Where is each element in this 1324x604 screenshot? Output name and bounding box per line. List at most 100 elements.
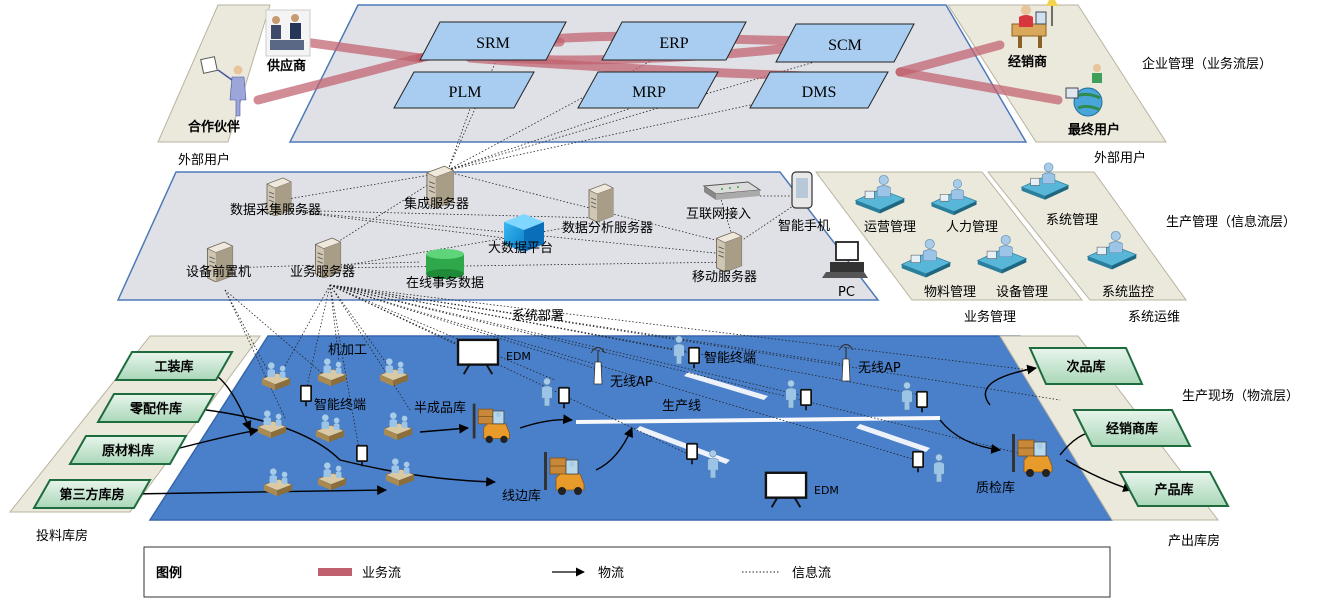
system-mrp-label: MRP bbox=[632, 84, 666, 101]
data-analysis-server-label: 数据分析服务器 bbox=[562, 220, 653, 236]
integration-server-label: 集成服务器 bbox=[404, 196, 469, 212]
business-mgmt-label: 业务管理 bbox=[964, 309, 1016, 325]
deploy-plane bbox=[116, 171, 880, 301]
store-parts-label: 零配件库 bbox=[129, 401, 182, 417]
store-product-label: 产品库 bbox=[1154, 482, 1193, 498]
hr-mgmt-label: 人力管理 bbox=[946, 220, 998, 235]
system-scm-label: SCM bbox=[828, 37, 862, 54]
online-db-icon bbox=[426, 249, 464, 279]
output-stores-title: 产出库房 bbox=[1168, 533, 1220, 549]
material-mgmt-label: 物料管理 bbox=[924, 285, 976, 300]
data-collect-server-label: 数据采集服务器 bbox=[230, 202, 321, 218]
system-deploy-label: 系统部署 bbox=[512, 309, 564, 324]
system-mrp[interactable]: MRP bbox=[577, 71, 719, 109]
store-raw[interactable]: 原材料库 bbox=[68, 435, 188, 465]
layer-business-label: 企业管理（业务流层） bbox=[1142, 56, 1272, 72]
dealer-icon bbox=[1011, 0, 1058, 48]
internet-access-label: 互联网接入 bbox=[686, 206, 751, 222]
sys-ops-panel bbox=[986, 171, 1187, 301]
legend-info-label: 信息流 bbox=[792, 565, 831, 581]
store-raw-label: 原材料库 bbox=[102, 443, 154, 459]
dealer-label: 经销商 bbox=[1008, 54, 1047, 70]
business-server-label: 业务服务器 bbox=[290, 264, 355, 280]
legend-box bbox=[143, 546, 1111, 598]
legend: 图例 业务流 物流 信息流 bbox=[143, 546, 1111, 598]
output-stores: 次品库 经销商库 产品库 bbox=[1028, 347, 1230, 507]
input-stores-title: 投料库房 bbox=[36, 528, 88, 544]
production-line-band bbox=[576, 416, 940, 424]
wifi-ap-label-1: 无线AP bbox=[610, 375, 653, 390]
ops-mgmt-label: 运营管理 bbox=[864, 220, 916, 235]
line-branch-right bbox=[856, 424, 930, 452]
supplier-label: 供应商 bbox=[266, 58, 306, 74]
external-right-group: 经销商 最终用户 bbox=[1008, 0, 1120, 138]
wifi-ap-label-2: 无线AP bbox=[858, 361, 901, 376]
end-user-icon bbox=[1065, 64, 1103, 117]
system-scm[interactable]: SCM bbox=[775, 23, 915, 63]
store-parts[interactable]: 零配件库 bbox=[96, 393, 216, 423]
edm-label-2: EDM bbox=[814, 484, 839, 497]
store-dealer[interactable]: 经销商库 bbox=[1072, 409, 1192, 447]
frontend-machine-label: 设备前置机 bbox=[186, 264, 251, 280]
line-branch-lower bbox=[636, 426, 730, 464]
semi-finished-store-label: 半成品库 bbox=[414, 400, 466, 416]
system-plm[interactable]: PLM bbox=[393, 71, 535, 109]
system-dms-label: DMS bbox=[802, 84, 837, 101]
right-external-panel bbox=[947, 4, 1167, 143]
edm-label-1: EDM bbox=[506, 350, 531, 363]
store-tooling-label: 工装库 bbox=[154, 359, 193, 375]
supplier-icon bbox=[265, 9, 311, 57]
end-user-label: 最终用户 bbox=[1068, 122, 1120, 138]
sys-mgmt-label: 系统管理 bbox=[1046, 213, 1098, 228]
smart-phone-icon bbox=[791, 171, 813, 209]
mobile-server-label: 移动服务器 bbox=[692, 269, 757, 285]
store-defective[interactable]: 次品库 bbox=[1028, 347, 1144, 385]
servers: 数据采集服务器 集成服务器 数据分析服务器 互联网接入 智能手机 设备前置机 业… bbox=[186, 165, 868, 300]
production-floor bbox=[148, 335, 1114, 521]
store-third-party[interactable]: 第三方库房 bbox=[32, 479, 152, 509]
online-transaction-data-label: 在线事务数据 bbox=[406, 275, 484, 291]
sys-ops-label: 系统运维 bbox=[1128, 310, 1180, 325]
legend-business-label: 业务流 bbox=[362, 565, 401, 581]
lineside-store-label: 线边库 bbox=[502, 488, 541, 504]
mobile-server-icon bbox=[715, 231, 743, 272]
system-srm-label: SRM bbox=[476, 35, 510, 52]
equipment-mgmt-label: 设备管理 bbox=[996, 284, 1048, 300]
system-dms[interactable]: DMS bbox=[749, 71, 889, 109]
qc-store-label: 质检库 bbox=[976, 480, 1015, 496]
pc-icon bbox=[822, 241, 868, 278]
partner-icon bbox=[200, 56, 247, 117]
system-tiles: SRM ERP SCM PLM MRP DMS bbox=[393, 21, 915, 109]
external-left-group: 供应商 合作伙伴 bbox=[188, 9, 311, 135]
floor-objects: 机加工 EDM 无线AP 智能终端 无线AP 智能终端 半成品库 生产线 线边库… bbox=[257, 335, 1053, 509]
store-product[interactable]: 产品库 bbox=[1118, 471, 1230, 507]
store-tooling[interactable]: 工装库 bbox=[114, 351, 234, 381]
production-line-label: 生产线 bbox=[662, 399, 701, 414]
store-dealer-label: 经销商库 bbox=[1106, 421, 1158, 437]
sys-monitor-label: 系统监控 bbox=[1102, 285, 1154, 300]
data-analysis-server-icon bbox=[588, 183, 614, 222]
system-srm[interactable]: SRM bbox=[419, 21, 567, 61]
smart-terminal-label-2: 智能终端 bbox=[704, 350, 756, 366]
line-branch-upper bbox=[684, 372, 768, 400]
legend-title: 图例 bbox=[156, 565, 182, 581]
legend-material-label: 物流 bbox=[598, 566, 624, 581]
machining-label: 机加工 bbox=[328, 343, 367, 358]
input-stores: 工装库 零配件库 原材料库 第三方库房 bbox=[32, 351, 234, 509]
layer-info-label: 生产管理（信息流层） bbox=[1166, 214, 1296, 230]
external-users-right-label: 外部用户 bbox=[1094, 150, 1146, 166]
business-mgmt-desks: 运营管理 人力管理 物料管理 设备管理 bbox=[855, 174, 1048, 300]
info-flow-lines bbox=[224, 51, 1061, 461]
system-erp-label: ERP bbox=[659, 35, 688, 52]
bigdata-cube-icon bbox=[504, 214, 544, 252]
smart-terminal-label-1: 智能终端 bbox=[314, 397, 366, 413]
store-third-party-label: 第三方库房 bbox=[59, 487, 124, 503]
system-plm-label: PLM bbox=[449, 84, 482, 101]
sys-ops-desks: 系统管理 系统监控 bbox=[1021, 162, 1154, 300]
external-users-left-label: 外部用户 bbox=[178, 152, 230, 168]
smart-phone-label: 智能手机 bbox=[778, 219, 830, 234]
left-external-panel bbox=[157, 4, 271, 143]
store-defective-label: 次品库 bbox=[1066, 359, 1105, 375]
system-erp[interactable]: ERP bbox=[601, 21, 747, 61]
